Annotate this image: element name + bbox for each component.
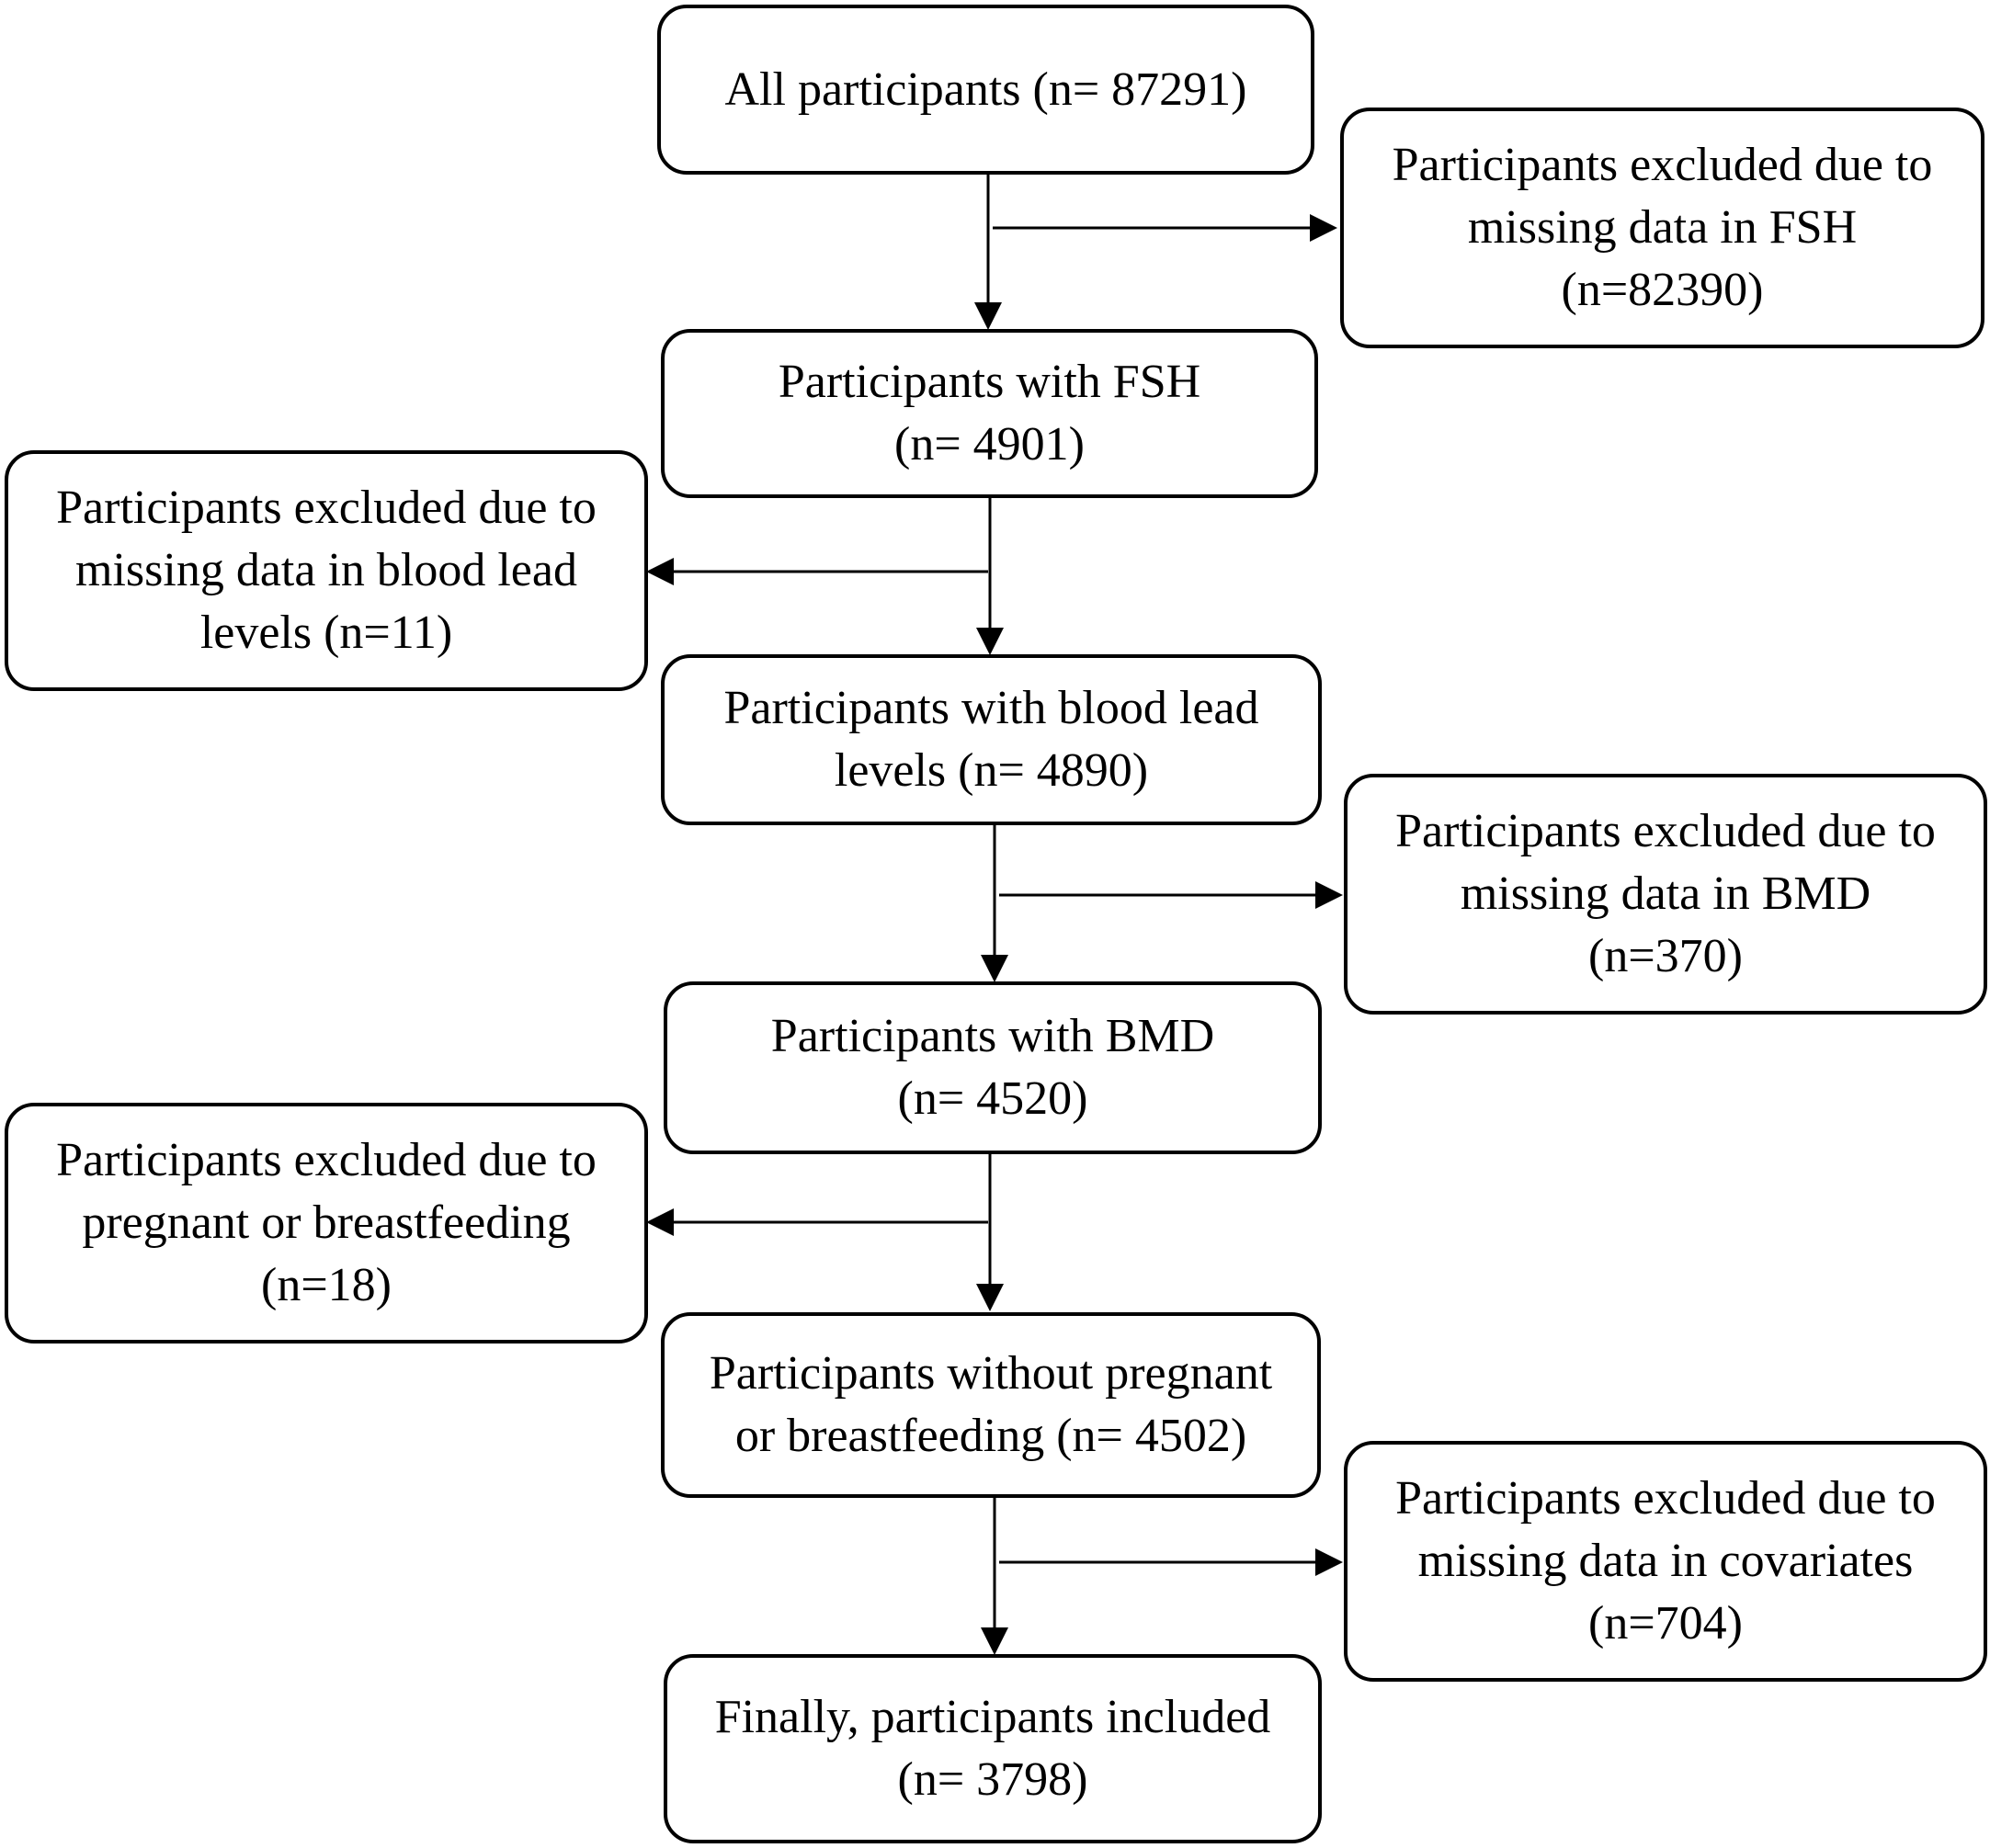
box-text-line: missing data in FSH	[1467, 201, 1858, 254]
box-participants-with-bmd: Participants with BMD (n= 4520)	[664, 981, 1322, 1154]
box-text-line: (n= 4520)	[897, 1072, 1088, 1125]
box-text-line: (n= 4901)	[894, 418, 1085, 471]
box-text-line: Participants excluded due to	[56, 1134, 597, 1186]
box-text-line: Participants without pregnant	[709, 1347, 1273, 1400]
box-excluded-missing-bmd: Participants excluded due to missing dat…	[1344, 774, 1987, 1015]
box-text-line: (n=370)	[1588, 930, 1743, 982]
box-text-line: All participants (n= 87291)	[724, 62, 1247, 116]
box-text-line: pregnant or breastfeeding	[82, 1196, 571, 1249]
box-text-line: Participants excluded due to	[1395, 1472, 1936, 1525]
box-text-line: missing data in BMD	[1460, 867, 1871, 920]
box-excluded-missing-fsh: Participants excluded due to missing dat…	[1340, 108, 1984, 348]
box-text-line: levels (n=11)	[199, 607, 453, 659]
box-excluded-missing-covariates: Participants excluded due to missing dat…	[1344, 1441, 1987, 1682]
box-all-participants: All participants (n= 87291)	[657, 5, 1314, 175]
box-text-line: (n=704)	[1588, 1597, 1743, 1650]
box-text-line: missing data in covariates	[1417, 1535, 1914, 1587]
box-text-line: Participants excluded due to	[1395, 805, 1936, 857]
box-text-line: or breastfeeding (n= 4502)	[734, 1410, 1247, 1462]
box-participants-with-fsh: Participants with FSH (n= 4901)	[661, 329, 1318, 498]
box-text-line: (n=82390)	[1561, 264, 1764, 316]
box-text-line: Participants excluded due to	[56, 482, 597, 534]
box-participants-without-pregnant: Participants without pregnant or breastf…	[661, 1312, 1321, 1498]
box-text-line: Participants with blood lead	[723, 682, 1259, 734]
box-text-line: Participants with BMD	[770, 1010, 1215, 1062]
box-excluded-missing-blood-lead: Participants excluded due to missing dat…	[5, 450, 648, 691]
box-final-participants: Finally, participants included (n= 3798)	[664, 1654, 1322, 1843]
box-text-line: levels (n= 4890)	[834, 744, 1149, 797]
box-text-line: Participants with FSH	[778, 356, 1201, 408]
box-excluded-pregnant-breastfeeding: Participants excluded due to pregnant or…	[5, 1103, 648, 1343]
box-text-line: Finally, participants included	[714, 1691, 1271, 1743]
box-participants-with-blood-lead: Participants with blood lead levels (n= …	[661, 654, 1322, 825]
box-text-line: missing data in blood lead	[75, 544, 577, 596]
box-text-line: Participants excluded due to	[1392, 139, 1933, 191]
box-text-line: (n= 3798)	[897, 1753, 1088, 1806]
box-text-line: (n=18)	[261, 1259, 392, 1311]
